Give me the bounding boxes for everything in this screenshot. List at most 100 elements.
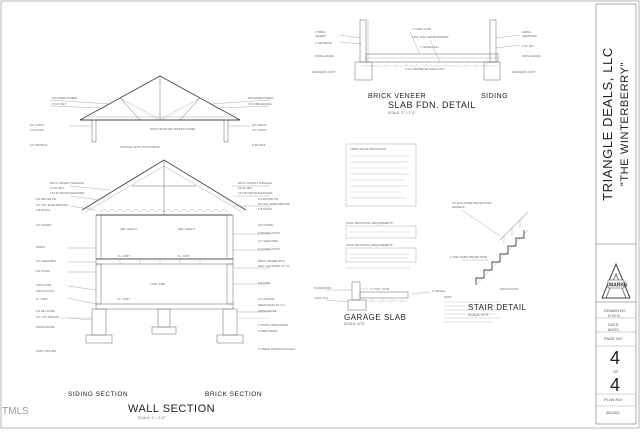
svg-text:FINISH GRADE: FINISH GRADE [315,54,334,58]
svg-text:CONC. FTG.: CONC. FTG. [314,296,329,300]
svg-text:15 LB. FELT: 15 LB. FELT [238,186,253,190]
svg-text:VENEER: VENEER [315,34,326,38]
svg-text:1/2" SOFFIT: 1/2" SOFFIT [30,123,45,127]
stair-detail-scale: SCALE: NTS [468,313,489,317]
optional-truss-title: OPTIONAL ATTIC TRUSS DETAIL [120,145,161,149]
svg-text:1/2" ANCHOR: 1/2" ANCHOR [258,297,274,301]
svg-text:1/2" SHEATHING: 1/2" SHEATHING [36,259,56,263]
brick-veneer-title: BRICK VENEER [368,93,426,100]
crawl-vent-header: CRAWL SPACE VENTILATION [350,147,386,151]
svg-text:5/8 FL. ASPHALT SHINGLES: 5/8 FL. ASPHALT SHINGLES [50,181,84,185]
svg-text:WEEP HOLES 48" O.C.: WEEP HOLES 48" O.C. [258,303,286,307]
svg-text:SIDING: SIDING [522,30,531,34]
svg-text:BRICK VENEER WITH: BRICK VENEER WITH [258,259,285,263]
svg-text:2"x4" SILL: 2"x4" SILL [522,44,535,48]
roof-vent-header-2: ROOF VENTILATING REQUIREMENTS [346,243,393,247]
svg-text:1/2" RAIL INSIDE PROJECTIONS: 1/2" RAIL INSIDE PROJECTIONS [452,201,492,205]
brick-section-title: BRICK SECTION [205,391,262,398]
svg-text:4" CONC. SLAB: 4" CONC. SLAB [412,27,431,31]
logo-text: MARKS [609,283,628,289]
svg-text:2x4 STUD: 2x4 STUD [258,281,270,285]
svg-text:4" BRICK: 4" BRICK [315,30,326,34]
svg-text:3/4" SOL. EDGE DECKING: 3/4" SOL. EDGE DECKING [258,202,290,206]
watermark: TMLS [2,406,29,417]
svg-text:5/8 UNDERLAYMENT: 5/8 UNDERLAYMENT [248,96,274,100]
finish-grade-label: FINISH GRADE [522,54,541,58]
ventilation-notes: CRAWL SPACE VENTILATION ROOF VENTILATING… [345,143,417,269]
svg-text:5/8 UNDERLAYMENT: 5/8 UNDERLAYMENT [52,96,78,100]
svg-text:3/4" CROWN: 3/4" CROWN [258,223,273,227]
gravel-fill-label: 4" GRAVEL FILL [420,45,440,49]
svg-text:CEIL. HEIGHT: CEIL. HEIGHT [120,227,137,231]
attic-truss-detail: 5/8 UNDERLAYMENT 15 LB. FELT 5/8 UNDERLA… [30,75,274,149]
perimeter-insulation-label: 1"x24" PERIMETER INSULATION [405,67,445,71]
svg-text:1/2" x 10" ANCHOR: 1/2" x 10" ANCHOR [36,315,59,319]
svg-text:1x8 FASCIA: 1x8 FASCIA [258,207,272,211]
svg-text:FINISH GRADE: FINISH GRADE [36,325,55,329]
company-name-block [594,0,634,240]
svg-text:15 LB. FELT: 15 LB. FELT [50,186,65,190]
svg-text:1" AIR SPACE: 1" AIR SPACE [315,41,332,45]
svg-text:FINISH GRADE: FINISH GRADE [258,309,277,313]
svg-text:1/2" SOL. EDGE DECKING: 1/2" SOL. EDGE DECKING [36,203,68,207]
svg-text:FL. JOIST: FL. JOIST [36,297,48,301]
company-logo: MARKS [601,262,631,299]
svg-text:2x6 SILL PLATE: 2x6 SILL PLATE [36,309,55,313]
svg-text:1x8 FASCIA: 1x8 FASCIA [36,208,50,212]
svg-text:FL. JOIST: FL. JOIST [118,254,130,258]
svg-text:2x4 STUDS: 2x4 STUDS [36,269,50,273]
svg-text:CONT. FOOTING: CONT. FOOTING [36,349,56,353]
svg-text:4" DOWN CRAWLSPACE: 4" DOWN CRAWLSPACE [258,323,288,327]
siding-section-title: SIDING SECTION [68,391,128,398]
svg-text:7/16 OSB DECKING: 7/16 OSB DECKING [248,102,272,106]
svg-text:R-38 INSULATION: R-38 INSULATION [258,231,280,235]
expansion-joint-label: EXPANSION JOINT [312,70,336,74]
slab-fdn-detail: 4" BRICK VENEER 1" AIR SPACE SIDING SHEA… [312,19,541,115]
wall-section-drawing: CEIL. HEIGHT CEIL. HEIGHT FL. JOIST FL. … [36,159,296,420]
svg-text:4" PERF. DRAIN: 4" PERF. DRAIN [258,329,277,333]
svg-text:1x6 FASCIA: 1x6 FASCIA [30,128,44,132]
svg-text:4" GRAVEL: 4" GRAVEL [432,289,446,293]
svg-text:FL. JOIST: FL. JOIST [118,297,130,301]
svg-text:CEIL. HEIGHT: CEIL. HEIGHT [178,227,195,231]
garage-slab-title: GARAGE SLAB [344,313,406,322]
svg-text:FOUNDATION: FOUNDATION [314,286,331,290]
slab-fdn-title: SLAB FDN. DETAIL [388,100,476,110]
slab-fdn-scale: SCALE: 1" = 1'-0" [388,111,416,115]
stair-note-label: NOTE: [444,295,452,299]
garage-slab-detail: FOUNDATION CONC. FTG. 4" CONC. SLAB 4" G… [314,281,446,326]
svg-text:7/16 PLYWOOD SHEATHING: 7/16 PLYWOOD SHEATHING [50,191,85,195]
svg-text:2x4 RAFTER TIE: 2x4 RAFTER TIE [36,197,56,201]
svg-text:4" PARGE FOUNDATION WALL: 4" PARGE FOUNDATION WALL [258,347,296,351]
stair-detail: 1/2" RAIL INSIDE PROJECTIONS HANDRAIL 1"… [444,201,529,323]
roof-vent-header-1: ROOF VENTILATING REQUIREMENTS [346,221,393,225]
siding-wall [489,19,497,63]
svg-text:FINISH FLOOR: FINISH FLOOR [500,287,518,291]
svg-text:5/8 FL. ASPHALT SHINGLES: 5/8 FL. ASPHALT SHINGLES [238,181,272,185]
handrail-label: HANDRAIL [452,205,466,209]
handrail [499,211,529,241]
brick-veneer-wall [359,19,367,63]
svg-text:1/2" SHEATHING: 1/2" SHEATHING [258,239,278,243]
svg-text:CONC. PIER: CONC. PIER [150,282,165,286]
svg-text:FL. JOIST: FL. JOIST [178,254,190,258]
garage-slab-scale: SCALE: NTS [344,322,365,326]
svg-text:7/16 PLYWOOD SHEATHING: 7/16 PLYWOOD SHEATHING [238,191,273,195]
svg-text:R-38 INSUL.: R-38 INSUL. [252,143,267,147]
stair-detail-title: STAIR DETAIL [468,303,527,312]
rail-projection-label: 1" RAIL INSIDE PROJECTIONS [450,255,488,259]
svg-text:R-13 INSULATION: R-13 INSULATION [258,247,280,251]
svg-text:SIDING: SIDING [36,245,45,249]
svg-text:WALL TIES EVERY 16" OC: WALL TIES EVERY 16" OC [258,264,290,268]
svg-text:1/2" DRYWALL: 1/2" DRYWALL [30,143,48,147]
svg-text:3/4" FASCIA: 3/4" FASCIA [252,123,267,127]
svg-text:ROOF TRUSS PER MANUFACTURER: ROOF TRUSS PER MANUFACTURER [150,127,195,131]
title-block: MARKS [595,3,637,425]
svg-text:EXPANSION JOINT: EXPANSION JOINT [512,70,536,74]
svg-text:15 LB. FELT: 15 LB. FELT [52,102,67,106]
svg-text:2x4 RAFTER TIE: 2x4 RAFTER TIE [258,197,278,201]
svg-text:SUB-FLOOR: SUB-FLOOR [36,283,51,287]
